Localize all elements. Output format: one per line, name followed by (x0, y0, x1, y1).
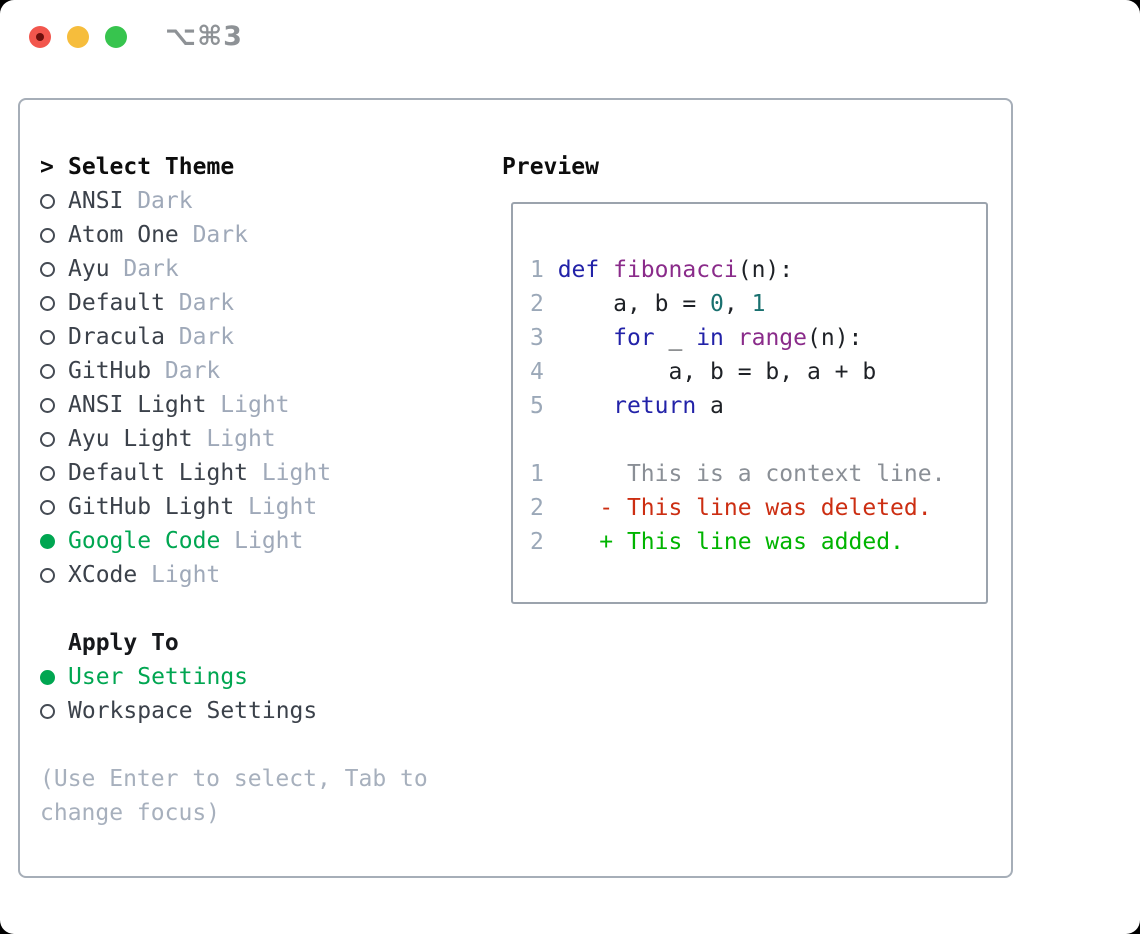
radio-unselected-icon (40, 295, 55, 311)
radio-selected-icon (40, 533, 55, 549)
minimize-button[interactable] (67, 26, 89, 48)
theme-variant-label: Dark (178, 290, 235, 316)
apply-to-title: Apply To (68, 630, 179, 656)
theme-variant-label: Dark (137, 188, 193, 214)
theme-variant-label: Dark (123, 256, 179, 282)
apply-to-header: Apply To (40, 626, 480, 660)
apply-option-user-settings[interactable]: User Settings (40, 660, 480, 694)
theme-option-github-dark[interactable]: GitHub Dark (40, 354, 480, 388)
theme-list-title: Select Theme (68, 154, 235, 180)
theme-picker-panel: > Select Theme ANSI Dark Atom One Dark A… (18, 98, 1013, 878)
code-preview: 1 def fibonacci(n): 2 a, b = 0, 1 3 for … (513, 204, 986, 559)
preview-pane: 1 def fibonacci(n): 2 a, b = 0, 1 3 for … (511, 202, 988, 604)
theme-option-ayu-light[interactable]: Ayu Light Light (40, 422, 480, 456)
theme-option-dracula-dark[interactable]: Dracula Dark (40, 320, 480, 354)
theme-variant-label: Dark (164, 358, 221, 384)
theme-list-header: > Select Theme (40, 150, 480, 184)
theme-option-default-light[interactable]: Default Light Light (40, 456, 480, 490)
theme-variant-label: Light (220, 392, 290, 418)
radio-unselected-icon (40, 397, 55, 413)
code-line: 4 a, b = b, a + b (530, 359, 877, 385)
preview-title: Preview (502, 154, 599, 180)
title-bar: ⌥⌘3 (0, 0, 1140, 98)
radio-unselected-icon (40, 261, 55, 277)
radio-unselected-icon (40, 499, 55, 515)
theme-option-google-code-light[interactable]: Google Code Light (40, 524, 480, 558)
spacer-row (40, 728, 480, 762)
code-line: 3 for _ in range(n): (530, 325, 863, 351)
code-line: 1 def fibonacci(n): (530, 257, 794, 283)
theme-variant-label: Dark (192, 222, 248, 248)
close-button[interactable] (29, 26, 51, 48)
keyboard-hint-line2: change focus) (40, 800, 221, 826)
apply-option-workspace-settings[interactable]: Workspace Settings (40, 694, 480, 728)
theme-variant-label: Light (206, 426, 276, 452)
code-line: 2 a, b = 0, 1 (530, 291, 766, 317)
theme-option-github-light[interactable]: GitHub Light Light (40, 490, 480, 524)
theme-option-ansi-light[interactable]: ANSI Light Light (40, 388, 480, 422)
theme-variant-label: Light (234, 528, 304, 554)
radio-unselected-icon (40, 193, 55, 209)
window-title: ⌥⌘3 (165, 21, 243, 52)
theme-list: > Select Theme ANSI Dark Atom One Dark A… (40, 150, 480, 830)
radio-unselected-icon (40, 363, 55, 379)
diff-context-line: 1 This is a context line. (530, 461, 946, 487)
keyboard-hint-line1: (Use Enter to select, Tab to (40, 766, 428, 792)
focus-cursor-icon: > (40, 154, 54, 180)
radio-selected-icon (40, 669, 55, 685)
radio-unselected-icon (40, 329, 55, 345)
radio-unselected-icon (40, 465, 55, 481)
theme-option-atom-one-dark[interactable]: Atom One Dark (40, 218, 480, 252)
close-dot-icon (36, 33, 44, 41)
theme-option-ayu-dark[interactable]: Ayu Dark (40, 252, 480, 286)
theme-variant-label: Light (151, 562, 221, 588)
theme-variant-label: Light (261, 460, 332, 486)
radio-unselected-icon (40, 567, 55, 583)
theme-option-xcode-light[interactable]: XCode Light (40, 558, 480, 592)
diff-added-line: 2 + This line was added. (530, 529, 904, 555)
theme-variant-label: Dark (178, 324, 235, 350)
theme-variant-label: Light (247, 494, 318, 520)
radio-unselected-icon (40, 431, 55, 447)
radio-unselected-icon (40, 227, 55, 243)
diff-deleted-line: 2 - This line was deleted. (530, 495, 932, 521)
radio-unselected-icon (40, 703, 55, 719)
code-line: 5 return a (530, 393, 724, 419)
spacer-row (40, 592, 480, 626)
theme-option-default-dark[interactable]: Default Dark (40, 286, 480, 320)
code-line (530, 423, 986, 457)
theme-option-ansi-dark[interactable]: ANSI Dark (40, 184, 480, 218)
maximize-button[interactable] (105, 26, 127, 48)
